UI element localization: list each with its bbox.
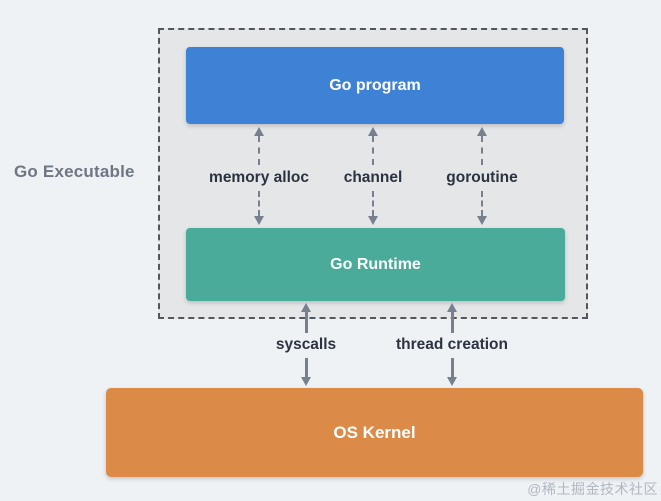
arrow-up-icon <box>477 127 487 136</box>
channel-arrow-down <box>367 191 379 225</box>
channel-label: channel <box>343 169 403 186</box>
arrow-down-icon <box>254 216 264 225</box>
os-kernel-box: OS Kernel <box>106 388 643 477</box>
syscalls-arrow-down <box>300 358 312 386</box>
os-kernel-label: OS Kernel <box>333 422 416 442</box>
go-program-box: Go program <box>186 47 564 124</box>
goroutine-arrow-up <box>476 127 488 165</box>
thread-creation-arrow-up <box>446 303 458 333</box>
syscalls-label: syscalls <box>275 336 337 353</box>
arrow-up-icon <box>447 303 457 312</box>
arrow-down-icon <box>368 216 378 225</box>
arrow-up-icon <box>368 127 378 136</box>
watermark: @稀土掘金技术社区 <box>527 481 658 497</box>
memory-alloc-arrow-down <box>253 191 265 225</box>
arrow-down-icon <box>477 216 487 225</box>
arrow-down-icon <box>301 377 311 386</box>
go-runtime-box: Go Runtime <box>186 228 565 301</box>
goroutine-label: goroutine <box>446 169 518 186</box>
memory-alloc-label: memory alloc <box>209 169 309 186</box>
arrow-down-icon <box>447 377 457 386</box>
go-program-label: Go program <box>329 76 421 94</box>
go-runtime-label: Go Runtime <box>330 255 421 273</box>
syscalls-arrow-up <box>300 303 312 333</box>
memory-alloc-arrow-up <box>253 127 265 165</box>
goroutine-arrow-down <box>476 191 488 225</box>
arrow-up-icon <box>301 303 311 312</box>
thread-creation-label: thread creation <box>396 336 508 353</box>
channel-arrow-up <box>367 127 379 165</box>
thread-creation-arrow-down <box>446 358 458 386</box>
go-executable-label: Go Executable <box>14 162 135 181</box>
arrow-up-icon <box>254 127 264 136</box>
